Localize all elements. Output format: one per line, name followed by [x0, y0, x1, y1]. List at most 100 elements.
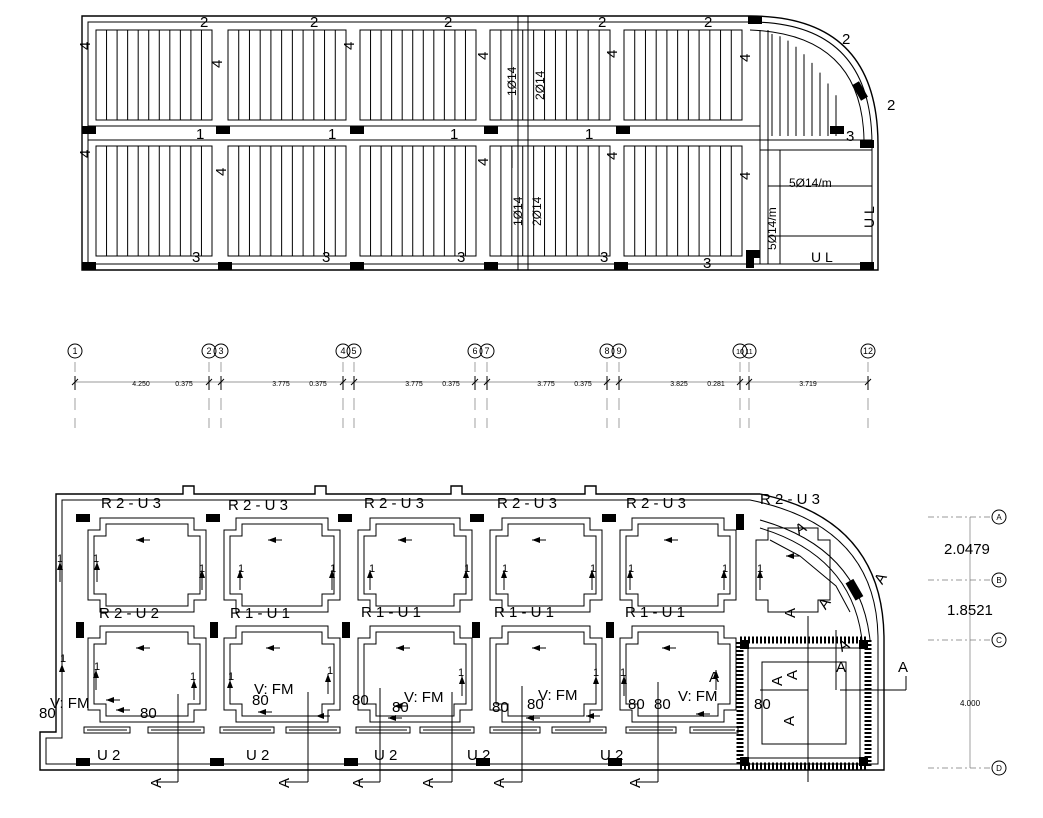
beam-labels: R 2 - U 3 R 2 - U 3 R 2 - U 3 R 2 - U 3 … [39, 491, 820, 764]
arrowhead [57, 562, 63, 570]
grid-tick [217, 378, 225, 386]
beam-label: R 2 - U 3 [760, 491, 820, 508]
beam-cell-inner [625, 631, 731, 717]
arrowhead [463, 570, 469, 578]
svg-text:A: A [996, 513, 1002, 522]
rib-mark: 2 [444, 14, 452, 31]
beam-cell-inner [229, 631, 335, 717]
svg-text:A: A [836, 659, 846, 676]
curved-beam [759, 519, 871, 641]
arrowhead [93, 670, 99, 678]
beam-cell [223, 517, 341, 613]
curved-beam-inner [769, 539, 851, 613]
level-dimension: 2.0479 [944, 541, 990, 558]
arrowhead [627, 570, 633, 578]
joist-panel [489, 29, 611, 121]
hatched-wall [736, 636, 872, 770]
dim-80: 80 [492, 699, 509, 716]
vfm-label: V: FM [404, 689, 443, 706]
arrowhead [586, 713, 594, 719]
beam-cell-inner [495, 523, 597, 607]
svg-text:4: 4 [340, 346, 345, 356]
grid-tick [736, 378, 744, 386]
svg-text:1: 1 [722, 563, 728, 575]
svg-text:1: 1 [757, 563, 763, 575]
strip-bar [551, 726, 607, 734]
arrowhead [459, 676, 465, 684]
beam-label: R 2 - U 3 [101, 495, 161, 512]
axis-dimensions: 4.250 0.375 3.775 0.375 3.775 0.375 3.77… [132, 381, 817, 388]
strip-bar [489, 726, 541, 734]
grid-tick [339, 378, 347, 386]
level-bubble-a: A [991, 509, 1007, 525]
svg-text:1: 1 [330, 563, 336, 575]
beam-label: R 1 - U 1 [230, 605, 290, 622]
column [616, 126, 630, 134]
column [748, 16, 762, 24]
rib-mark: 2 [704, 14, 712, 31]
svg-text:1: 1 [238, 563, 244, 575]
svg-text:1: 1 [628, 563, 634, 575]
beam-cell-inner [625, 523, 731, 607]
column [338, 514, 352, 522]
arrowhead [786, 553, 794, 559]
arrowhead [589, 570, 595, 578]
arrowhead [394, 703, 402, 709]
svg-text:6: 6 [472, 346, 477, 356]
svg-text:B: B [996, 576, 1001, 585]
column [736, 514, 744, 530]
joist-panel [95, 29, 213, 121]
rebar-label: 5Ø14/m [789, 176, 832, 190]
axis-bubble-1: 1 [67, 343, 83, 359]
svg-text:A: A [350, 778, 367, 788]
rib-mark: 2 [887, 97, 895, 114]
dimension-value: 3.775 [537, 381, 555, 388]
beam-cell-inner [363, 523, 467, 607]
arrowhead [325, 674, 331, 682]
svg-text:1: 1 [327, 665, 333, 677]
joist-panel [227, 145, 347, 257]
rib-mark: 2 [842, 31, 850, 48]
svg-text:A: A [769, 676, 786, 686]
beam-cell [357, 517, 473, 613]
beam-cell [489, 625, 603, 723]
column [614, 262, 628, 270]
dimension-value: 4.250 [132, 381, 150, 388]
svg-text:D: D [996, 764, 1002, 773]
beam-cell [489, 517, 603, 613]
axis-bubble-2: 2 [201, 343, 217, 359]
svg-text:8: 8 [604, 346, 609, 356]
arrowhead [94, 562, 100, 570]
plan-columns [82, 16, 874, 270]
column [608, 758, 622, 766]
rib-mark: 4 [737, 172, 754, 180]
rib-mark: 4 [475, 52, 492, 60]
strip-bar [147, 726, 205, 734]
svg-text:10: 10 [736, 349, 744, 356]
beam-cell-inner [755, 527, 831, 613]
arrowhead [59, 664, 65, 672]
column [342, 622, 350, 638]
column [350, 126, 364, 134]
arrowhead [532, 537, 540, 543]
ones-labels: 1 1 1 1 1 1 1 1 1 1 1 1 1 1 1 1 1 1 1 1 [57, 553, 763, 683]
dimension-value: 3.775 [272, 381, 290, 388]
rib-mark: 1 [328, 126, 336, 143]
level-axes: A B C D 2.0479 1.8521 4.000 [928, 509, 1007, 776]
axis-bubble-5: 5 [346, 343, 362, 359]
grid-tick [864, 378, 872, 386]
svg-text:1: 1 [94, 661, 100, 673]
axis-bubbles: 1 2 3 4 5 6 7 8 9 10 11 12 [67, 343, 876, 359]
dim-80: 80 [352, 692, 369, 709]
rib-mark: 4 [209, 60, 226, 68]
column [860, 140, 874, 148]
axis-bubble-9: 9 [611, 343, 627, 359]
column [476, 758, 490, 766]
svg-text:C: C [996, 636, 1002, 645]
column [470, 514, 484, 522]
grid-tick [745, 378, 753, 386]
strip-bar [689, 726, 739, 734]
dim-80: 80 [527, 696, 544, 713]
column [218, 262, 232, 270]
